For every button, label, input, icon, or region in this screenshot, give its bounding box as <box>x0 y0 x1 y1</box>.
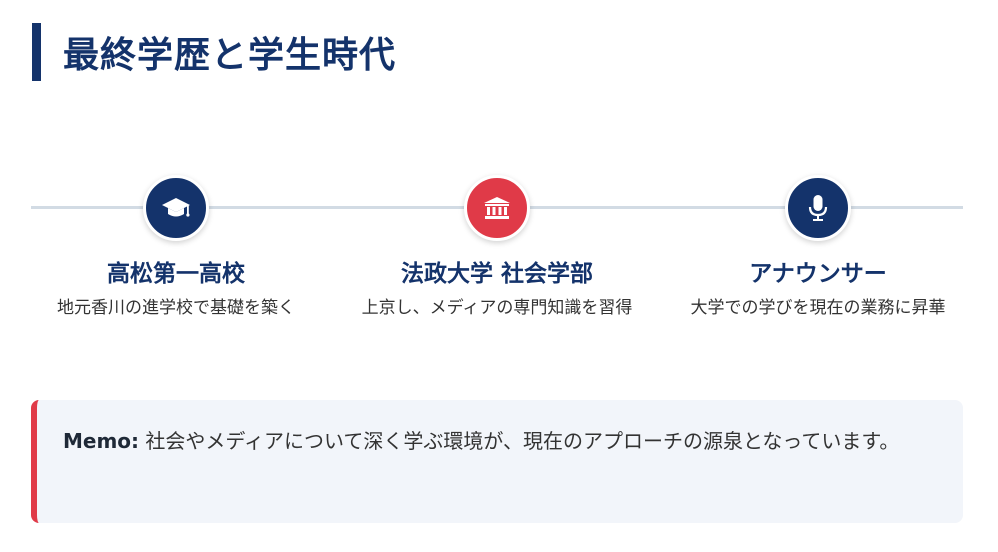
timeline-step-announcer: アナウンサー 大学での学びを現在の業務に昇華 <box>673 175 963 323</box>
memo-box: Memo: 社会やメディアについて深く学ぶ環境が、現在のアプローチの源泉となって… <box>31 400 963 523</box>
step-title: 法政大学 社会学部 <box>400 261 593 287</box>
title-accent-bar <box>32 23 41 81</box>
microphone-icon <box>785 175 851 241</box>
memo-text: 社会やメディアについて深く学ぶ環境が、現在のアプローチの源泉となっています。 <box>145 429 900 453</box>
page-header: 最終学歴と学生時代 <box>32 22 396 82</box>
step-description: 大学での学びを現在の業務に昇華 <box>690 298 946 318</box>
graduation-cap-icon <box>143 175 209 241</box>
step-title: 高松第一高校 <box>107 261 245 287</box>
education-timeline: 高松第一高校 地元香川の進学校で基礎を築く 法政大学 社会学部 上京し、メディア… <box>31 175 963 365</box>
step-title: アナウンサー <box>749 261 887 287</box>
page-title: 最終学歴と学生時代 <box>63 35 397 76</box>
step-description: 地元香川の進学校で基礎を築く <box>57 298 295 318</box>
memo-label: Memo: <box>63 429 140 453</box>
timeline-step-university: 法政大学 社会学部 上京し、メディアの専門知識を習得 <box>352 175 642 323</box>
timeline-step-high-school: 高松第一高校 地元香川の進学校で基礎を築く <box>31 175 321 323</box>
step-description: 上京し、メディアの専門知識を習得 <box>361 298 633 318</box>
university-building-icon <box>464 175 530 241</box>
